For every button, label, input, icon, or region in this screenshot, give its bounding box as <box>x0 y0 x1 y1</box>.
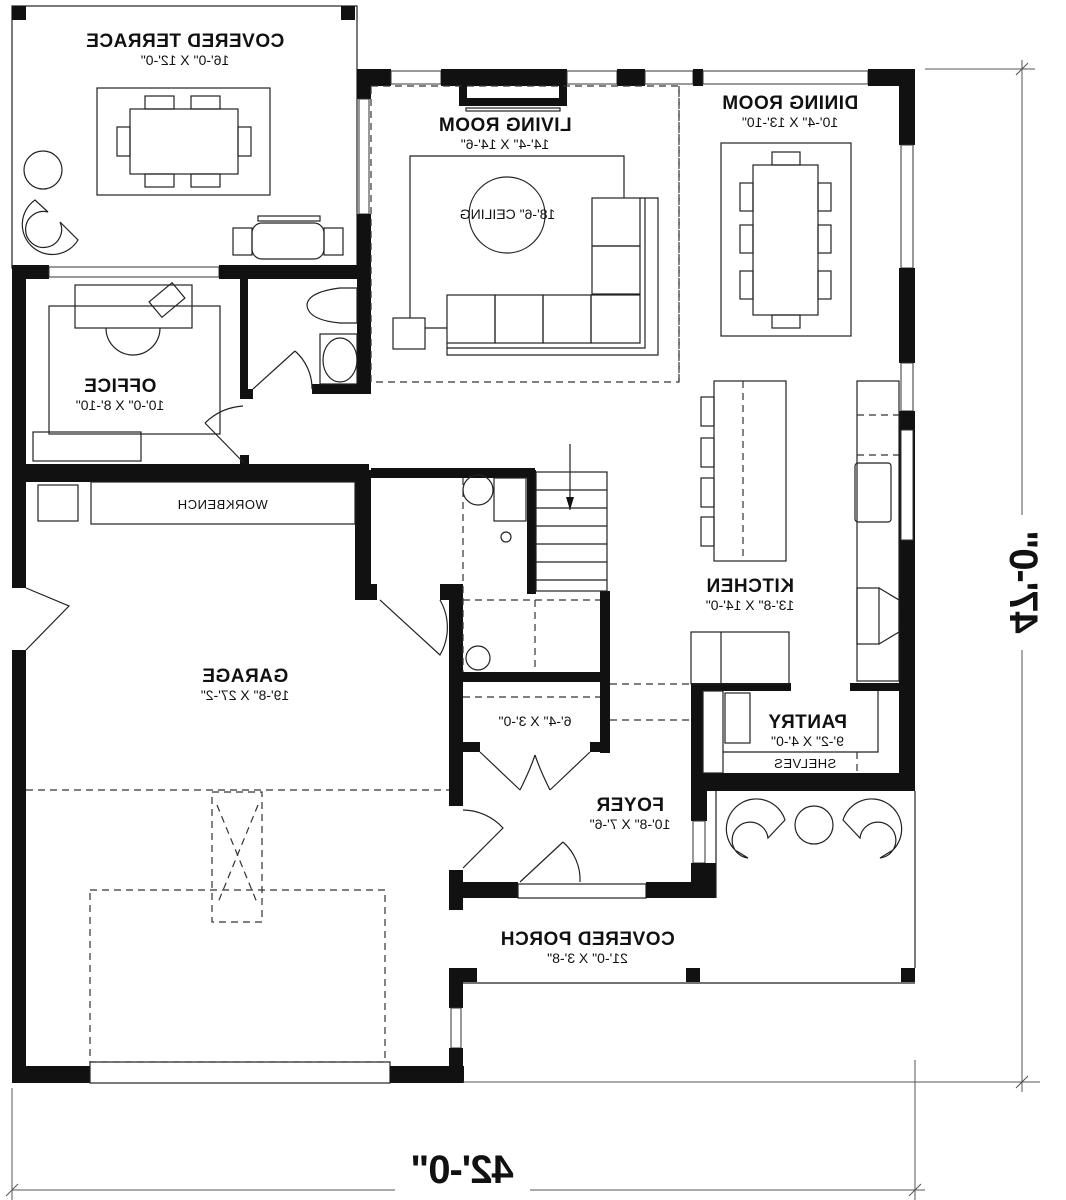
dining-room-furniture <box>720 142 852 337</box>
bathroom-fixtures <box>252 287 358 390</box>
porch-seating <box>725 798 903 859</box>
office-furniture <box>32 281 245 464</box>
staircase <box>462 444 608 672</box>
room-label-pantry: PANTRY 9'-2" X 4'-0" <box>755 712 860 749</box>
overall-depth-dimension: 47'-0" <box>1001 531 1045 634</box>
room-size: 14'-4" X 14'-6" <box>460 136 550 152</box>
pantry-shelves <box>702 690 879 774</box>
room-label-closet: 6'-4" X 3'-0" <box>475 713 595 729</box>
room-label-kitchen: KITCHEN 13'-8" X 14'-0" <box>680 576 820 613</box>
room-name: KITCHEN <box>706 576 794 597</box>
workbench-label: WORKBENCH <box>177 497 268 512</box>
room-name: FOYER <box>596 795 664 816</box>
room-name: OFFICE <box>83 376 157 397</box>
foyer-doors <box>462 683 691 883</box>
room-name: PANTRY <box>768 712 847 733</box>
room-size: 21'-0" X 3'-8" <box>547 950 628 966</box>
room-name: LIVING ROOM <box>438 115 572 136</box>
room-size: 13'-8" X 14'-0" <box>705 597 795 613</box>
room-size: 10'-4" X 13'-10" <box>741 114 839 130</box>
room-size: 19'-8" X 27'-2" <box>200 687 290 703</box>
room-label-garage: GARAGE 19'-8" X 27'-2" <box>175 666 315 703</box>
pantry-shelves-label: SHELVES <box>773 756 837 771</box>
room-name: COVERED PORCH <box>500 929 675 950</box>
room-label-covered-terrace: COVERED TERRACE 16'-0" X 12'-0" <box>70 31 300 68</box>
room-label-dining-room: DINING ROOM 10'-4" X 13'-10" <box>705 93 875 130</box>
dimension-lines <box>5 60 1040 1200</box>
ceiling-height-note: 18'-6" CEILING <box>459 206 556 222</box>
room-size: 9'-2" X 4'-0" <box>771 733 844 749</box>
overall-width-dimension: 42'-0" <box>411 1148 514 1192</box>
room-size: 10'-8" X 7'-6" <box>589 816 671 832</box>
room-name: COVERED TERRACE <box>85 31 285 52</box>
room-size: 6'-4" X 3'-0" <box>498 713 572 729</box>
room-name: DINING ROOM <box>721 93 859 114</box>
interior-walls <box>12 279 916 984</box>
living-room-furniture <box>370 85 680 383</box>
room-label-office: OFFICE 10'-0" X 8'-10" <box>60 376 180 413</box>
garage-details <box>25 481 449 1063</box>
room-label-foyer: FOYER 10'-8" X 7'-6" <box>575 795 685 832</box>
room-name: GARAGE <box>201 666 289 687</box>
kitchen-fixtures <box>690 380 900 685</box>
room-label-living-room: LIVING ROOM 14'-4" X 14'-6" <box>430 115 580 152</box>
room-size: 10'-0" X 8'-10" <box>75 397 165 413</box>
exterior-walls <box>12 69 915 1084</box>
room-label-covered-porch: COVERED PORCH 21'-0" X 3'-8" <box>480 929 695 966</box>
room-size: 16'-0" X 12'-0" <box>140 52 230 68</box>
